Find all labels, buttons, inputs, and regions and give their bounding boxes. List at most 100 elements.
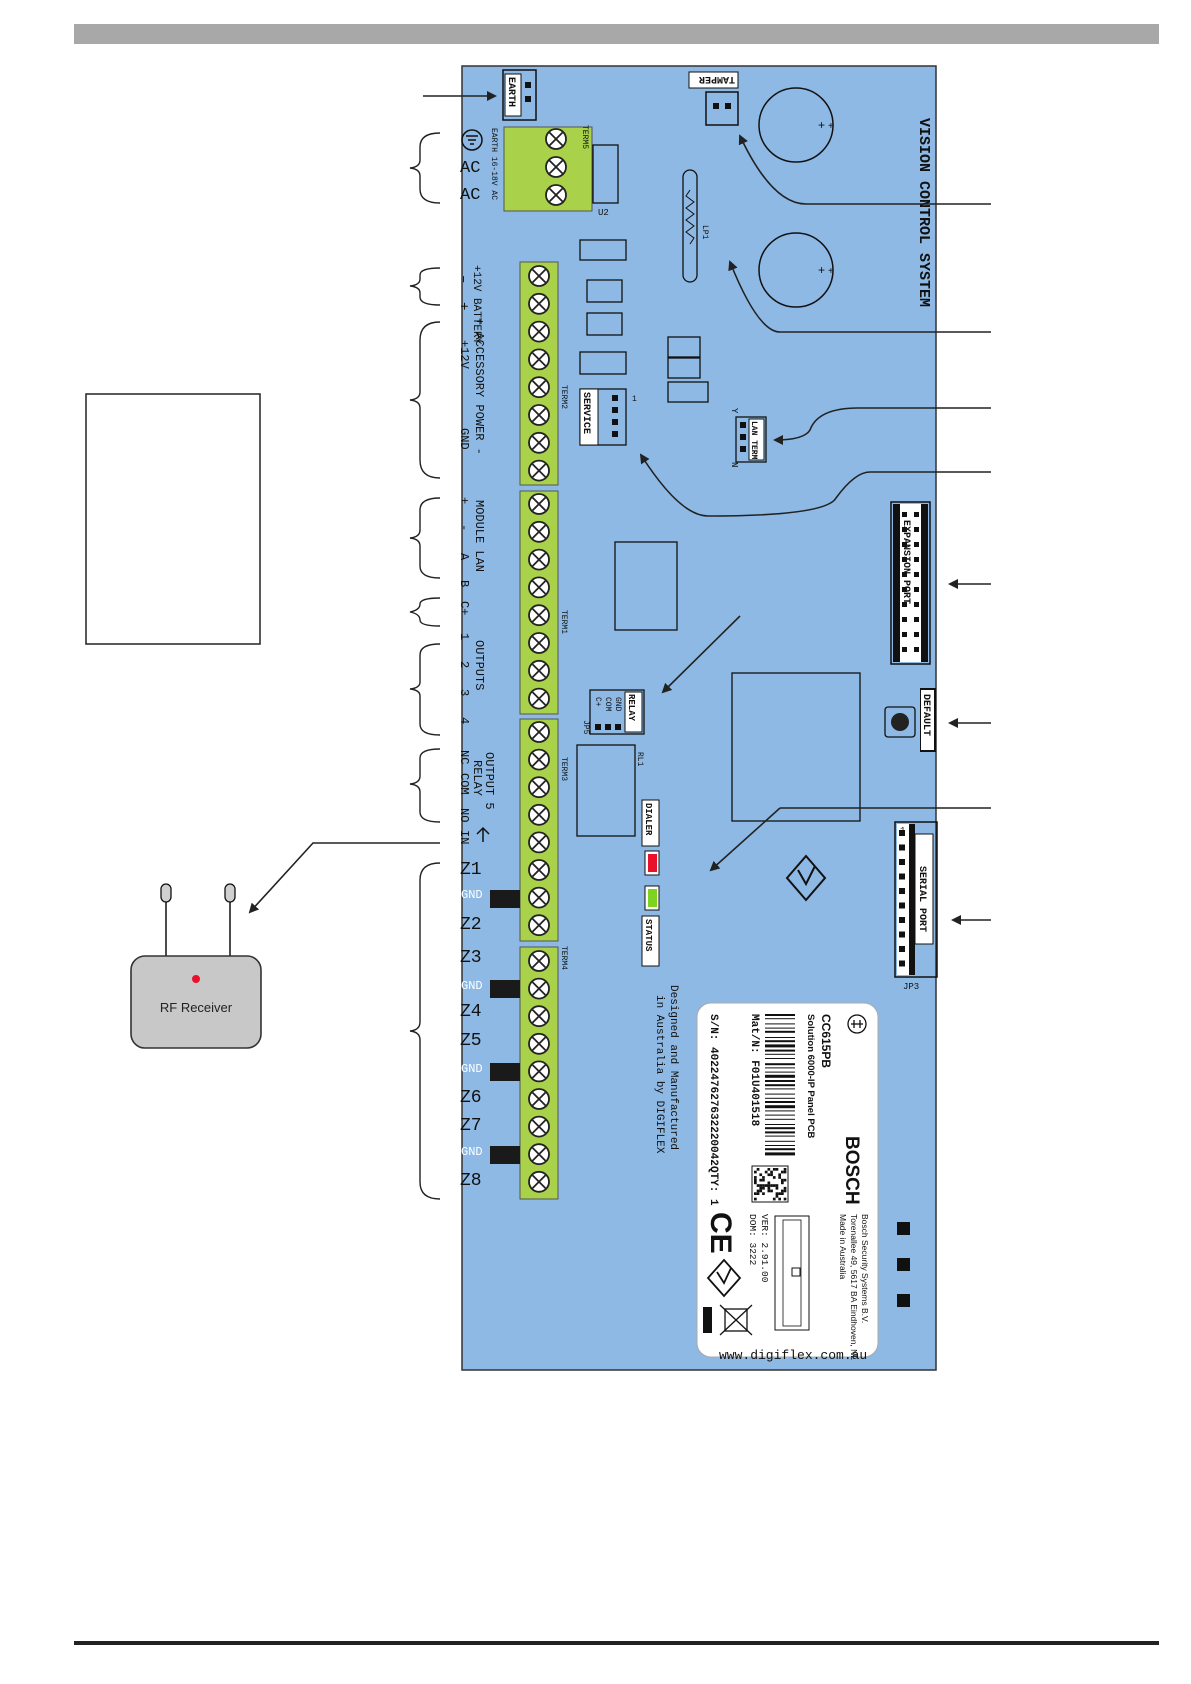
- terminal-screw: [528, 1060, 550, 1083]
- lan-term-n: N: [729, 462, 739, 467]
- module-lan-pin: -: [457, 524, 471, 531]
- zone-label: Z8: [460, 1171, 482, 1191]
- terminal-screw: [528, 431, 550, 454]
- terminal-screw: [528, 950, 550, 972]
- service-pins: [612, 395, 618, 437]
- terminal-screw: [528, 376, 550, 399]
- relay-title: RELAY: [470, 760, 484, 796]
- term2-label: TERM2: [559, 385, 568, 409]
- lan-term-label: LAN TERM: [749, 421, 758, 460]
- rl1-label: RL1: [635, 752, 644, 767]
- lan-term-connector: [735, 416, 767, 463]
- u2-label: U2: [598, 208, 609, 218]
- rcm-mark: [706, 1258, 742, 1298]
- jp5-label: JP5: [581, 720, 590, 735]
- module-lan-pin: B: [457, 580, 471, 587]
- term4-label: TERM4: [559, 946, 568, 970]
- terminal-screw: [545, 128, 567, 150]
- zone-gnd-label: GND: [461, 1145, 483, 1159]
- output5-pin: NC: [457, 750, 471, 764]
- designed-by-1: Designed and Manufactured: [667, 985, 679, 1150]
- terminal-screw: [528, 776, 550, 799]
- website: www.digiflex.com.au: [719, 1348, 867, 1363]
- compliance-logo: [785, 854, 827, 902]
- terminal-screw: [528, 604, 550, 627]
- in-label: IN: [457, 830, 471, 844]
- label-version: VER: 2.91.00: [759, 1214, 770, 1283]
- terminal-screw: [528, 348, 550, 371]
- earth-label-box: [504, 73, 522, 117]
- service-label-box: [579, 388, 599, 446]
- output-pin: 3: [457, 689, 471, 696]
- capacitor-bottom: [758, 232, 834, 308]
- c-plus-label: C+: [457, 601, 471, 615]
- terminal-screw: [528, 721, 550, 743]
- in-arrow-symbol: [476, 826, 490, 842]
- module-lan-title: MODULE LAN: [472, 500, 486, 572]
- qr-code: [751, 1165, 789, 1203]
- terminal-screw: [528, 748, 550, 771]
- default-label: DEFAULT: [920, 694, 931, 736]
- svg-text:+: +: [818, 118, 825, 132]
- terminal-screw: [528, 1115, 550, 1138]
- tamper-connector: [705, 91, 739, 126]
- zone-gnd-label: GND: [461, 1062, 483, 1076]
- battery-title: +12V BATTERY: [470, 265, 482, 345]
- relay-jumper-label: RELAY: [626, 694, 636, 722]
- label-qty: QTY: 1: [707, 1166, 719, 1206]
- terminal-screw: [528, 886, 550, 909]
- default-button[interactable]: [884, 706, 916, 738]
- terminal-screw: [528, 1088, 550, 1110]
- module-lan-pins: +-AB: [457, 497, 471, 587]
- output-pin: 2: [457, 661, 471, 668]
- terminal-screw: [528, 459, 550, 482]
- datamatrix-strip: [774, 1215, 810, 1331]
- terminal-screw: [528, 1143, 550, 1166]
- terminal-screw: [528, 576, 550, 599]
- module-lan-pin: A: [457, 553, 471, 561]
- terminal-screw: [528, 1005, 550, 1028]
- terminal-screw: [528, 320, 550, 343]
- output5-title: OUTPUT 5: [482, 752, 496, 810]
- terminal-screw: [528, 493, 550, 515]
- terminal-screw: [528, 292, 550, 315]
- terminal-screw: [528, 803, 550, 826]
- label-product: Solution 6000-IP Panel PCB: [805, 1014, 816, 1139]
- rf-receiver-body: [130, 955, 262, 1049]
- terminal-screw: [528, 831, 550, 854]
- earth-label: EARTH: [505, 77, 516, 107]
- lp1-label: LP1: [700, 225, 709, 240]
- tamper-label: TAMPER: [699, 73, 735, 84]
- battery-minus: –: [455, 275, 471, 283]
- relay-pin-label: COM: [603, 697, 612, 712]
- service-pin-1: 1: [632, 395, 637, 404]
- terminal-screw: [528, 548, 550, 571]
- accessory-gnd: GND: [457, 428, 471, 450]
- svg-text:+: +: [828, 266, 834, 277]
- zone-label: Z6: [460, 1088, 482, 1108]
- earth-connector: [502, 69, 537, 121]
- output-pin: 1: [457, 633, 471, 640]
- dialer-label-box: [641, 799, 660, 847]
- term5-label: TERM5: [580, 125, 589, 149]
- mounting-marks: [897, 1222, 910, 1307]
- status-label: STATUS: [643, 919, 653, 952]
- label-mat-no: Mat/N: F01U401518: [748, 1014, 760, 1127]
- label-brand: BOSCH: [841, 1136, 862, 1205]
- label-address-1: Bosch Security Systems B.V.: [860, 1214, 870, 1323]
- svg-text:+: +: [818, 263, 825, 277]
- designed-by-2: in Australia by DIGIFLEX: [653, 995, 665, 1154]
- tamper-label-box: [688, 71, 739, 89]
- status-label-box: [641, 915, 660, 967]
- ac-label-2: AC: [460, 186, 480, 205]
- rf-receiver-led: [192, 975, 200, 983]
- ac-label-1: AC: [460, 159, 480, 178]
- earth-ac-label: EARTH 16-18V AC: [489, 128, 498, 200]
- zone-label: Z7: [460, 1116, 482, 1136]
- dialer-label: DIALER: [643, 803, 653, 836]
- terminal-screw: [528, 1032, 550, 1055]
- relay-jumper-pins: [595, 724, 621, 730]
